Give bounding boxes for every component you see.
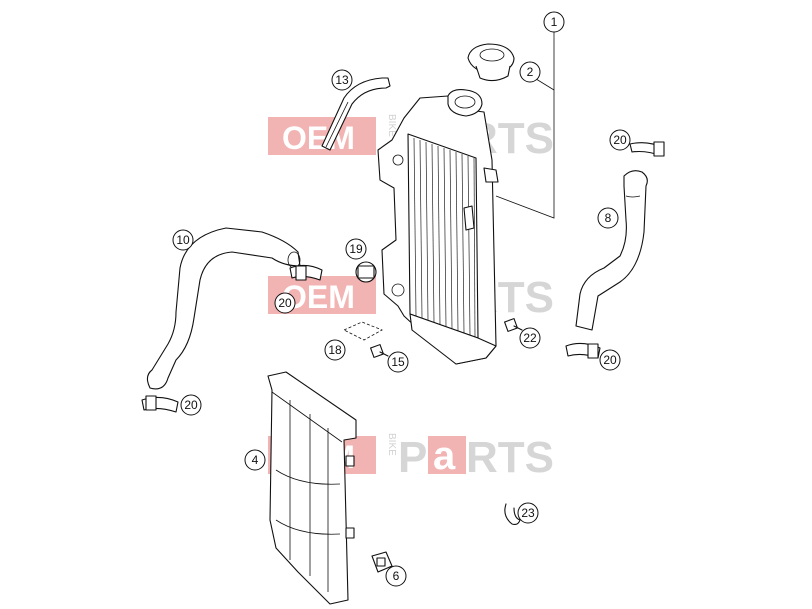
callout-2: 2 — [519, 61, 541, 83]
callout-18: 18 — [324, 339, 346, 361]
part-19-grommet — [355, 261, 377, 283]
svg-text:15: 15 — [391, 355, 405, 369]
callout-22: 22 — [519, 327, 541, 349]
svg-text:20: 20 — [278, 296, 292, 310]
radiator-core-fins — [413, 137, 476, 338]
part-22-screw — [504, 318, 523, 332]
leader-line-1 — [495, 32, 555, 219]
callout-1: 1 — [543, 11, 565, 33]
svg-text:18: 18 — [328, 343, 342, 357]
part-6-clip-nut — [371, 551, 393, 573]
part-20-hose-clamp-left-lower — [141, 395, 179, 413]
callout-20-upper-right: 20 — [609, 129, 631, 151]
watermark-a: a — [433, 434, 456, 478]
watermark-bike: BIKE — [386, 433, 397, 456]
part-20-hose-clamp-left-upper — [289, 264, 323, 281]
part-18-washer — [343, 321, 383, 341]
part-2-radiator-cap — [467, 43, 515, 82]
svg-text:4: 4 — [252, 453, 259, 467]
callout-20-lower-right: 20 — [599, 349, 621, 371]
svg-text:22: 22 — [523, 331, 537, 345]
svg-text:1: 1 — [551, 15, 558, 29]
svg-text:20: 20 — [184, 398, 198, 412]
callout-6: 6 — [385, 565, 407, 587]
svg-text:20: 20 — [613, 133, 627, 147]
part-15-screw — [370, 344, 389, 358]
callout-19: 19 — [345, 238, 367, 260]
watermark-oem: OEM — [282, 120, 355, 156]
svg-text:20: 20 — [603, 353, 617, 367]
callout-13: 13 — [331, 69, 353, 91]
callout-4: 4 — [244, 449, 266, 471]
callout-23: 23 — [517, 502, 539, 524]
part-13-breather-hose — [321, 77, 391, 151]
part-20-hose-clamp-upper-right — [629, 141, 665, 157]
part-20-hose-clamp-lower-right — [565, 342, 601, 359]
svg-text:2: 2 — [527, 65, 534, 79]
callout-20-left-upper: 20 — [274, 292, 296, 314]
part-8-lower-hose — [575, 170, 648, 331]
svg-text:13: 13 — [335, 73, 349, 87]
svg-text:19: 19 — [349, 242, 363, 256]
part-23-spring-clip — [504, 503, 521, 526]
callout-20-left-lower: 20 — [180, 394, 202, 416]
callout-8: 8 — [597, 207, 619, 229]
part-4-radiator-guard — [267, 371, 357, 605]
svg-text:8: 8 — [605, 211, 612, 225]
watermark-bike: BIKE — [386, 114, 397, 137]
callout-10: 10 — [172, 229, 194, 251]
callout-15: 15 — [387, 351, 409, 373]
watermark-rts: RTS — [466, 433, 554, 482]
svg-text:23: 23 — [521, 506, 535, 520]
svg-text:6: 6 — [393, 569, 400, 583]
watermark-p: P — [398, 433, 427, 482]
svg-text:10: 10 — [176, 233, 190, 247]
part-1-radiator — [377, 89, 499, 365]
watermark-oem: OEM — [282, 279, 355, 315]
